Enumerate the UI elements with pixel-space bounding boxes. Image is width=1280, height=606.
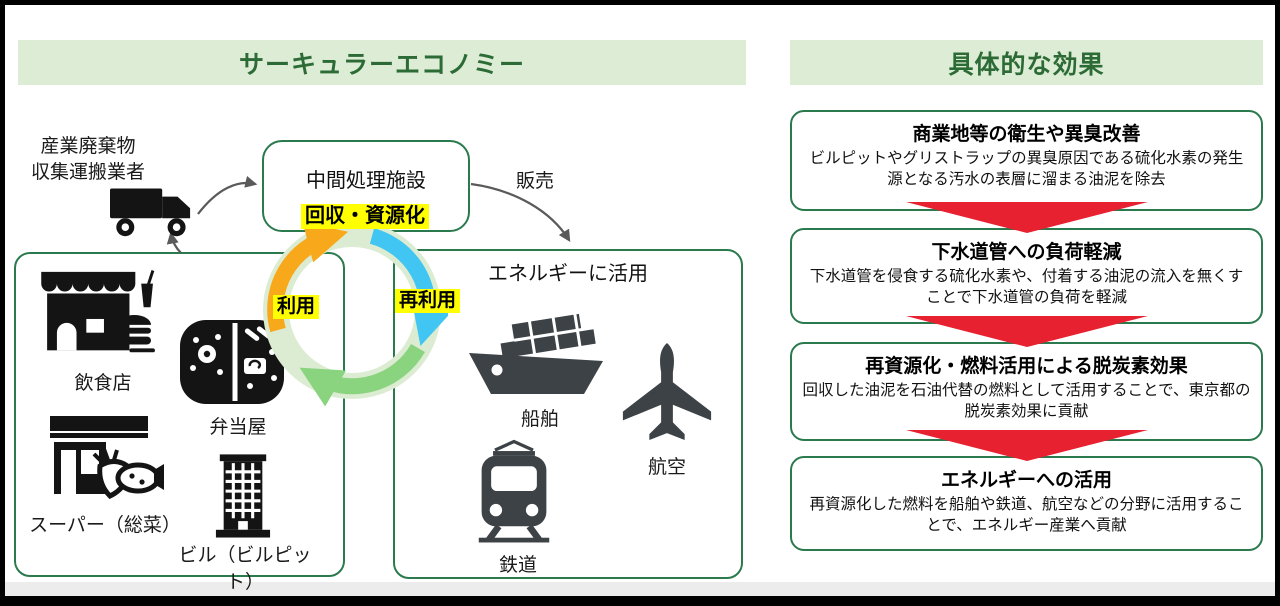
effect-1-title: 商業地等の衛生や異臭改善 <box>912 124 1141 145</box>
bottom-strip <box>5 582 1275 596</box>
left-panel-header: サーキュラーエコノミー <box>18 40 746 85</box>
down-arrow-2 <box>906 316 1148 347</box>
effect-box-2: 下水道管への負荷軽減 下水道管を侵食する硫化水素や、付着する油泥の流入を無くすこ… <box>790 228 1263 324</box>
train-icon <box>474 436 554 548</box>
effect-box-1: 商業地等の衛生や異臭改善 ビルピットやグリストラップの異臭原因である硫化水素の発… <box>790 110 1263 211</box>
airplane-label: 航空 <box>647 457 686 478</box>
effect-3-body: 回収した油泥を石油代替の燃料として活用することで、東京都の脱炭素効果に貢献 <box>802 382 1251 421</box>
facility-label: 中間処理施設 <box>306 169 426 192</box>
restaurant-label: 飲食店 <box>74 373 132 394</box>
effect-4-body: 再資源化した燃料を船舶や鉄道、航空などの分野に活用することで、エネルギー産業へ貢… <box>809 496 1244 535</box>
supermarket-label: スーパー（総菜） <box>29 515 181 536</box>
building-icon <box>214 450 272 540</box>
sale-label: 販売 <box>516 171 555 192</box>
use-label: 利用 <box>273 295 320 319</box>
effect-1-body: ビルピットやグリストラップの異臭原因である硫化水素の発生源となる汚水の表層に溜ま… <box>809 150 1244 189</box>
restaurant-icon <box>36 268 168 366</box>
bento-icon <box>180 320 284 404</box>
collector-label: 産業廃棄物 収集運搬業者 <box>14 134 162 185</box>
right-panel-header: 具体的な効果 <box>790 40 1263 85</box>
airplane-icon <box>618 340 716 444</box>
building-label: ビル（ビルピット） <box>178 545 312 593</box>
down-arrow-1 <box>906 202 1148 233</box>
collector-label-line1: 産業廃棄物 <box>40 136 136 157</box>
bento-label: 弁当屋 <box>209 417 267 438</box>
effect-2-body: 下水道管を侵食する硫化水素や、付着する油泥の流入を無くすことで下水道管の負荷を軽… <box>809 268 1244 307</box>
effect-3-title: 再資源化・燃料活用による脱炭素効果 <box>865 356 1188 377</box>
truck-icon <box>110 182 200 240</box>
reuse-label: 再利用 <box>395 289 461 313</box>
effect-box-3: 再資源化・燃料活用による脱炭素効果 回収した油泥を石油代替の燃料として活用するこ… <box>790 342 1263 441</box>
effect-2-title: 下水道管への負荷軽減 <box>931 242 1122 263</box>
effect-4-title: エネルギーへの活用 <box>940 470 1112 491</box>
right-panel-title: 具体的な効果 <box>948 50 1105 79</box>
effect-box-4: エネルギーへの活用 再資源化した燃料を船舶や鉄道、航空などの分野に活用することで… <box>790 456 1263 551</box>
ship-label: 船舶 <box>520 409 559 430</box>
ship-icon <box>466 310 606 396</box>
down-arrow-3 <box>906 430 1148 461</box>
recovery-label: 回収・資源化 <box>301 204 429 229</box>
supermarket-icon <box>46 416 164 506</box>
left-panel-title: サーキュラーエコノミー <box>238 50 525 79</box>
train-label: 鉄道 <box>498 555 537 576</box>
energy-box-title: エネルギーに活用 <box>488 263 648 285</box>
collector-label-line2: 収集運搬業者 <box>30 161 145 183</box>
